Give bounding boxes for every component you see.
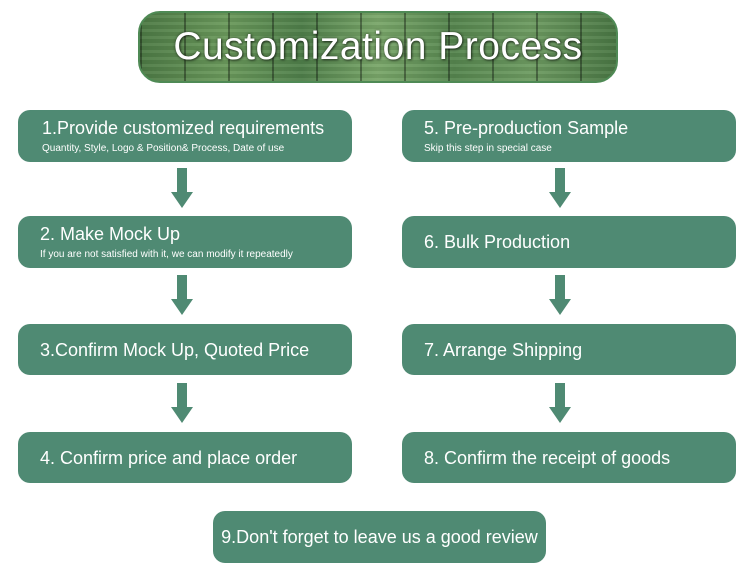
step-8-box: 8. Confirm the receipt of goods xyxy=(402,432,736,483)
step-1-box: 1.Provide customized requirements Quanti… xyxy=(18,110,352,162)
step-1-subtext: Quantity, Style, Logo & Position& Proces… xyxy=(42,142,285,154)
down-arrow-icon xyxy=(171,383,193,423)
step-5-box: 5. Pre-production Sample Skip this step … xyxy=(402,110,736,162)
down-arrow-icon xyxy=(549,275,571,315)
down-arrow-icon xyxy=(171,168,193,208)
step-2-subtext: If you are not satisfied with it, we can… xyxy=(40,248,293,260)
step-4-box: 4. Confirm price and place order xyxy=(18,432,352,483)
step-3-label: 3.Confirm Mock Up, Quoted Price xyxy=(40,339,310,360)
page-title: Customization Process xyxy=(173,25,583,68)
title-banner: Customization Process xyxy=(138,11,618,83)
step-9-box: 9.Don't forget to leave us a good review xyxy=(213,511,546,563)
step-6-label: 6. Bulk Production xyxy=(424,232,571,252)
step-5-label: 5. Pre-production Sample xyxy=(424,117,629,138)
step-8-label: 8. Confirm the receipt of goods xyxy=(424,447,671,468)
step-7-label: 7. Arrange Shipping xyxy=(424,339,583,360)
down-arrow-icon xyxy=(549,383,571,423)
step-1-label: 1.Provide customized requirements xyxy=(42,117,325,138)
step-2-label: 2. Make Mock Up xyxy=(40,223,181,244)
step-7-box: 7. Arrange Shipping xyxy=(402,324,736,375)
step-3-box: 3.Confirm Mock Up, Quoted Price xyxy=(18,324,352,375)
step-4-label: 4. Confirm price and place order xyxy=(40,447,298,468)
step-6-box: 6. Bulk Production xyxy=(402,216,736,268)
down-arrow-icon xyxy=(549,168,571,208)
down-arrow-icon xyxy=(171,275,193,315)
step-5-subtext: Skip this step in special case xyxy=(424,142,552,154)
step-2-box: 2. Make Mock Up If you are not satisfied… xyxy=(18,216,352,268)
step-9-label: 9.Don't forget to leave us a good review xyxy=(221,527,538,547)
